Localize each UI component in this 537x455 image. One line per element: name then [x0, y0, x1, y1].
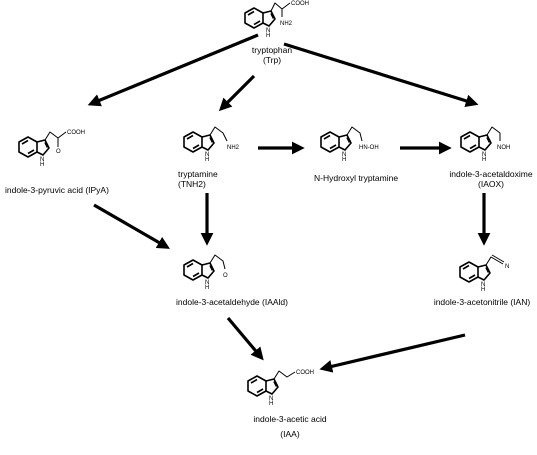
ipya-label: indole-3-pyruvic acid (IPyA) [5, 185, 109, 195]
benzene-ring [244, 7, 264, 29]
arrow-ian-to-iaa [319, 333, 466, 373]
ian-label: indole-3-acetonitrile (IAN) [434, 297, 530, 307]
ring-h-label: H [205, 157, 209, 163]
iaald-name: indole-3-acetaldehyde (IAAld) [176, 297, 288, 307]
group-label: COOH [67, 130, 85, 136]
pyrrole-ring [265, 378, 279, 395]
ring-nh-label: N [269, 396, 273, 402]
trp-structure: NH COOH NH2 [244, 1, 309, 39]
ring-nh-label: N [482, 152, 486, 158]
arrow-trp-to-iaox [283, 42, 479, 108]
ring-nh-label: N [342, 152, 346, 158]
ring-nh-label: N [266, 28, 270, 34]
arrow-trp-to-tnh2 [218, 74, 256, 112]
pyrrole-ring [36, 139, 50, 156]
benzene-ring [460, 131, 480, 153]
iaa-label: indole-3-acetic acid (IAA) [253, 414, 326, 439]
ring-h-label: H [40, 162, 44, 168]
ian-structure: NHN [459, 254, 509, 293]
ipya-name: indole-3-pyruvic acid (IPyA) [5, 185, 109, 195]
arrow-trp-to-ipya [87, 33, 259, 107]
arrow-ipya-to-iaald [93, 203, 170, 249]
iaald-structure: NH O [183, 254, 228, 291]
iaald-label: indole-3-acetaldehyde (IAAld) [176, 297, 288, 307]
tryptophan-abbr: (Trp) [262, 55, 282, 65]
n-hydroxyl-tryptamine-name: N-Hydroxyl tryptamine [314, 173, 399, 183]
ring-h-label: H [269, 401, 273, 407]
group-label: NOH [497, 145, 510, 151]
benzene-ring [18, 136, 38, 158]
group-label: NH2 [280, 21, 293, 27]
pyrrole-ring [201, 262, 215, 279]
ian-name: indole-3-acetonitrile (IAN) [433, 297, 531, 307]
iaa-name: indole-3-acetic acid [253, 414, 327, 424]
ring-h-label: H [266, 33, 270, 39]
benzene-ring [247, 375, 267, 397]
pyrrole-ring [477, 264, 491, 281]
tryptamine-abbr: (TNH2) [178, 179, 206, 189]
iaox-structure: NH NOH [460, 126, 510, 163]
benzene-ring [183, 131, 203, 153]
ipya-structure: NH COOH O [18, 130, 85, 168]
tryptophan-label: tryptophan (Trp) [252, 45, 292, 65]
arrow-iaald-to-iaa [226, 316, 264, 361]
benzene-ring [459, 261, 479, 283]
pyrrole-ring [338, 134, 352, 151]
ring-h-label: H [482, 157, 486, 163]
ring-h-label: H [205, 285, 209, 291]
pyrrole-ring [262, 10, 276, 27]
benzene-ring [183, 259, 203, 281]
iaox-name: indole-3-acetaldoxime [449, 169, 533, 179]
ring-nh-label: N [40, 157, 44, 163]
tryptamine-label: tryptamine (TNH2) [178, 169, 218, 189]
group-label: O [56, 149, 61, 155]
tnh2-structure: NH NH2 [183, 126, 240, 163]
group-label: O [223, 273, 228, 279]
tryptophan-name: tryptophan [251, 45, 293, 55]
nht-structure: NH HN-OH [320, 126, 379, 163]
ring-nh-label: N [205, 152, 209, 158]
ring-nh-label: N [205, 280, 209, 286]
ring-h-label: H [481, 287, 485, 293]
group-label: COOH [296, 370, 314, 376]
tryptamine-name: tryptamine [178, 169, 218, 179]
ring-h-label: H [342, 157, 346, 163]
ring-nh-label: N [481, 282, 485, 288]
n-hydroxyl-tryptamine-label: N-Hydroxyl tryptamine [314, 173, 398, 183]
group-label: HN-OH [359, 145, 379, 151]
benzene-ring [320, 131, 340, 153]
pyrrole-ring [478, 134, 492, 151]
pyrrole-ring [201, 134, 215, 151]
group-label: COOH [291, 1, 309, 7]
iaox-abbr: (IAOX) [478, 179, 504, 189]
iaox-label: indole-3-acetaldoxime (IAOX) [449, 169, 532, 189]
iaa-abbr: (IAA) [280, 429, 300, 439]
group-label: NH2 [227, 145, 240, 151]
iaa-structure: NH COOH [247, 370, 314, 407]
group-label: N [505, 264, 509, 270]
